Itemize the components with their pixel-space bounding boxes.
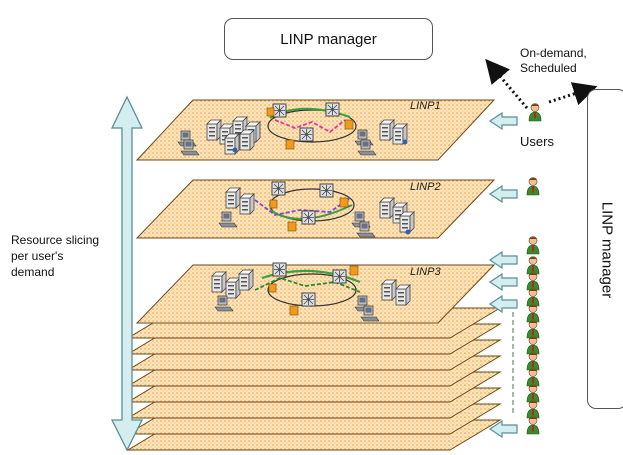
user-icon — [526, 416, 540, 435]
user-icon — [526, 320, 540, 339]
request-label: On-demand, Scheduled — [520, 46, 587, 75]
linp-manager-side-label: LINP manager — [598, 201, 616, 299]
linp-manager-side-box — [587, 89, 623, 409]
linp2-network — [218, 181, 415, 238]
linp3-network — [211, 262, 411, 322]
user-icon — [526, 177, 540, 196]
user-icon — [526, 336, 540, 355]
user-icon — [526, 400, 540, 419]
user-icon — [526, 236, 540, 255]
resource-double-arrow-icon — [110, 95, 144, 452]
resource-slicing-label: Resource slicing per user's demand — [11, 233, 100, 279]
user-icon — [526, 272, 540, 291]
users-column — [512, 103, 542, 435]
user-icon — [528, 103, 542, 122]
user-icon — [526, 288, 540, 307]
arrow-left-icon — [489, 273, 518, 291]
users-label: Users — [520, 134, 554, 149]
user-icon — [526, 368, 540, 387]
linp1-label: LINP1 — [410, 100, 441, 112]
linp-manager-box: LINP manager — [224, 18, 433, 60]
user-icon — [526, 384, 540, 403]
linp-manager-label: LINP manager — [280, 30, 377, 48]
linp2-label: LINP2 — [410, 181, 441, 193]
user-icon — [526, 304, 540, 323]
user-icon — [526, 352, 540, 371]
resource-planes — [126, 307, 502, 451]
request-arrows — [485, 58, 598, 109]
linp1-network — [177, 102, 408, 156]
user-icon — [526, 256, 540, 275]
arrow-left-icon — [489, 185, 518, 203]
linp3-label: LINP3 — [410, 266, 441, 278]
arrow-left-icon — [489, 112, 518, 130]
